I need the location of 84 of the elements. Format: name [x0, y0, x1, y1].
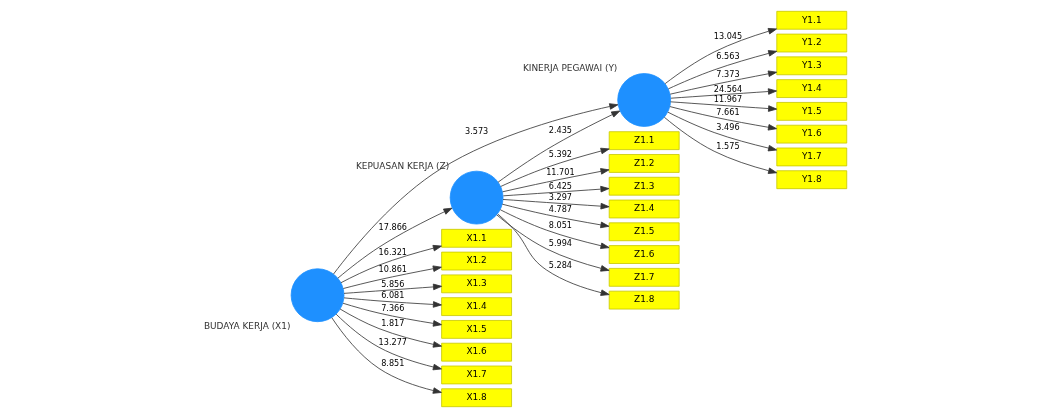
node-label: KEPUASAN KERJA (Z) — [355, 160, 450, 171]
edge-label: 11.967 — [713, 94, 743, 105]
arrow — [667, 111, 778, 152]
node-box: Z1.4 — [608, 199, 680, 219]
node-box: Y1.4 — [776, 79, 848, 98]
node-box: Y1.8 — [776, 170, 848, 190]
arrow — [343, 283, 442, 294]
arrow — [669, 106, 777, 131]
node-circle — [290, 268, 345, 323]
node-label: BUDAYA KERJA (X1) — [203, 320, 291, 331]
edge-label: 7.661 — [716, 106, 740, 117]
arrow — [497, 110, 621, 183]
node-box: X1.4 — [441, 297, 512, 316]
node-box: Y1.3 — [776, 56, 848, 76]
arrow — [667, 50, 778, 90]
edge-label: 5.392 — [548, 148, 573, 159]
edge-label: 5.994 — [548, 238, 573, 249]
node-box: Z1.7 — [608, 268, 680, 287]
arrow — [500, 147, 610, 187]
node-box: Y1.5 — [776, 102, 848, 121]
edge-label: 6.081 — [381, 290, 405, 301]
edge-label: 10.861 — [378, 264, 408, 275]
edge-label: 7.366 — [381, 302, 405, 313]
node-box: X1.1 — [441, 228, 512, 248]
edge-label: 8.051 — [548, 219, 573, 230]
node-box: Z1.2 — [608, 154, 680, 173]
arrow — [669, 70, 778, 95]
edge-label: 3.297 — [548, 192, 573, 203]
node-box: Z1.8 — [608, 290, 680, 310]
arrow — [331, 317, 442, 394]
edge-label: 17.866 — [378, 222, 408, 233]
arrow — [337, 207, 453, 279]
edge-label: 11.701 — [546, 166, 575, 177]
edge-label: 5.284 — [548, 259, 573, 270]
arrow — [670, 101, 778, 112]
edge-label: 5.856 — [381, 279, 405, 290]
node-box: Y1.2 — [776, 33, 848, 53]
edge-label: 8.851 — [381, 358, 405, 369]
arrow — [664, 28, 778, 85]
arrow — [333, 103, 619, 275]
node-label: KINERJA PEGAWAI (Y) — [522, 62, 618, 73]
edge-label: 13.277 — [378, 336, 408, 347]
arrow — [499, 209, 610, 249]
edge-label: 7.373 — [716, 69, 740, 80]
node-box: X1.5 — [441, 320, 512, 339]
node-box: Y1.6 — [776, 124, 848, 144]
node-box: Y1.7 — [776, 147, 848, 167]
arrow — [663, 116, 778, 174]
edge-label: 3.573 — [464, 126, 489, 137]
edge-label: 6.563 — [716, 51, 740, 62]
arrow — [502, 185, 610, 197]
node-box: Z1.1 — [608, 131, 680, 150]
node-box: Z1.3 — [608, 176, 680, 196]
arrow — [342, 302, 442, 327]
arrow — [335, 313, 442, 371]
edge-label: 16.321 — [378, 246, 408, 257]
arrow — [502, 199, 610, 210]
edge-label: 6.425 — [548, 181, 573, 192]
arrow — [342, 265, 442, 289]
arrow — [343, 297, 442, 308]
edge-label: 24.564 — [713, 83, 743, 94]
arrow — [497, 213, 610, 296]
node-box: X1.2 — [441, 251, 512, 271]
node-box: X1.7 — [441, 365, 512, 385]
edge-label: 1.817 — [381, 318, 405, 329]
arrow — [502, 168, 610, 193]
node-circle — [617, 73, 672, 127]
node-box: Z1.5 — [608, 222, 680, 242]
node-box: X1.8 — [441, 388, 512, 408]
node-circle — [449, 170, 504, 225]
node-box: X1.3 — [441, 274, 512, 294]
arrow — [670, 88, 777, 99]
edge-label: 4.787 — [548, 204, 573, 215]
arrow — [501, 203, 610, 229]
arrow — [496, 214, 610, 272]
arrow — [340, 244, 442, 284]
edge-label: 13.045 — [713, 30, 743, 41]
node-box: Y1.1 — [776, 10, 848, 30]
node-box: X1.6 — [441, 342, 512, 362]
arrow — [339, 308, 442, 348]
edge-label: 1.575 — [716, 140, 740, 151]
edge-label: 3.496 — [716, 122, 740, 133]
edge-label: 2.435 — [548, 124, 573, 135]
node-box: Z1.6 — [608, 245, 680, 264]
